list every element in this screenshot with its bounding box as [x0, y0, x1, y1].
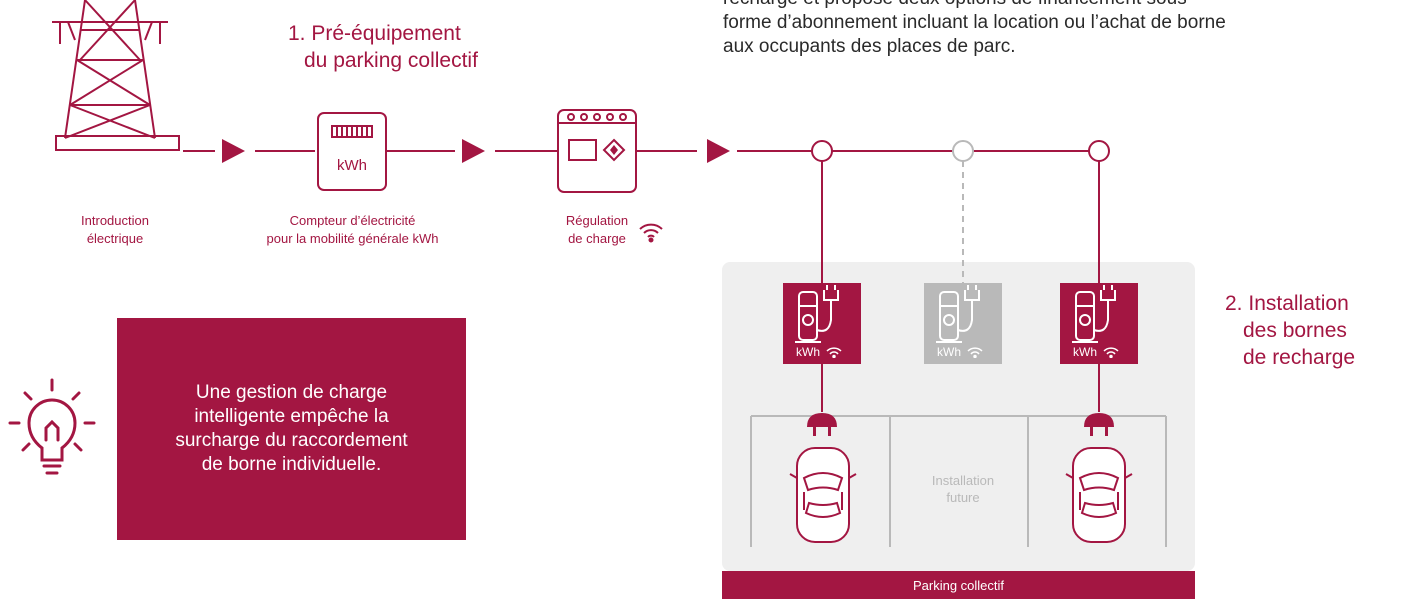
- car-icon: [789, 447, 857, 543]
- step-1-title: 1. Pré-équipement du parking collectif: [288, 20, 478, 74]
- caption-line: électrique: [86, 231, 144, 246]
- tip-box: Une gestion de charge intelligente empêc…: [117, 318, 466, 540]
- pylon-icon: [52, 0, 180, 151]
- charging-station-icon: [1060, 283, 1138, 364]
- step-2-line3: de recharge: [1243, 346, 1356, 369]
- station-2-kwh: kWh: [937, 345, 961, 359]
- step-1-line2: du parking collectif: [304, 49, 478, 72]
- lightbulb-icon: [8, 378, 96, 475]
- step-2-title: 2. Installation des bornes de recharge: [1225, 290, 1410, 371]
- plug-icon: [1084, 413, 1114, 436]
- caption-line: Régulation: [565, 213, 629, 228]
- node-1: [811, 140, 833, 162]
- wifi-icon: [826, 347, 842, 358]
- intro-line: forme d’abonnement incluant la location …: [723, 12, 1226, 33]
- charging-station-icon: [783, 283, 861, 364]
- node-2: [952, 140, 974, 162]
- station-3-kwh: kWh: [1073, 345, 1097, 359]
- step-2-line2: des bornes: [1243, 319, 1347, 342]
- station-1-kwh: kWh: [796, 345, 820, 359]
- wifi-icon: [967, 347, 983, 358]
- meter-value: kWh: [337, 157, 367, 174]
- caption-meter: Compteur d’électricité pour la mobilité …: [240, 212, 465, 248]
- arrow-right-icon: [462, 139, 485, 163]
- meter-icon: [317, 112, 387, 191]
- node-3: [1088, 140, 1110, 162]
- intro-line: recharge et propose deux options de fina…: [723, 0, 1403, 11]
- parking-label-bar: Parking collectif: [722, 571, 1195, 599]
- wifi-icon: [1103, 347, 1119, 358]
- regulator-icon: [557, 109, 637, 193]
- arrow-right-icon: [222, 139, 245, 163]
- caption-intro: Introduction électrique: [55, 212, 175, 248]
- caption-line: Compteur d’électricité: [289, 213, 416, 228]
- car-icon: [1065, 447, 1133, 543]
- step-2-line1: Installation: [1248, 292, 1349, 315]
- future-line: future: [946, 490, 980, 505]
- step-2-number: 2.: [1225, 292, 1243, 315]
- arrow-right-icon: [707, 139, 730, 163]
- tip-line: de borne individuelle.: [201, 454, 382, 475]
- intro-line: aux occupants des places de parc.: [723, 36, 1016, 57]
- intro-paragraph: recharge et propose deux options de fina…: [723, 0, 1403, 59]
- caption-line: Introduction: [81, 213, 149, 228]
- tip-line: Une gestion de charge: [195, 382, 388, 403]
- plug-icon: [807, 413, 837, 436]
- tip-line: surcharge du raccordement: [175, 430, 408, 451]
- step-1-number: 1.: [288, 22, 306, 45]
- caption-regulation: Régulation de charge: [555, 212, 639, 248]
- step-1-line1: Pré-équipement: [311, 22, 461, 45]
- caption-line: pour la mobilité générale kWh: [266, 231, 439, 246]
- caption-line: de charge: [568, 231, 626, 246]
- future-line: Installation: [931, 473, 995, 488]
- future-installation-label: Installation future: [900, 472, 1026, 506]
- tip-line: intelligente empêche la: [194, 406, 389, 427]
- wifi-icon: [639, 223, 663, 243]
- charging-station-icon: [924, 283, 1002, 364]
